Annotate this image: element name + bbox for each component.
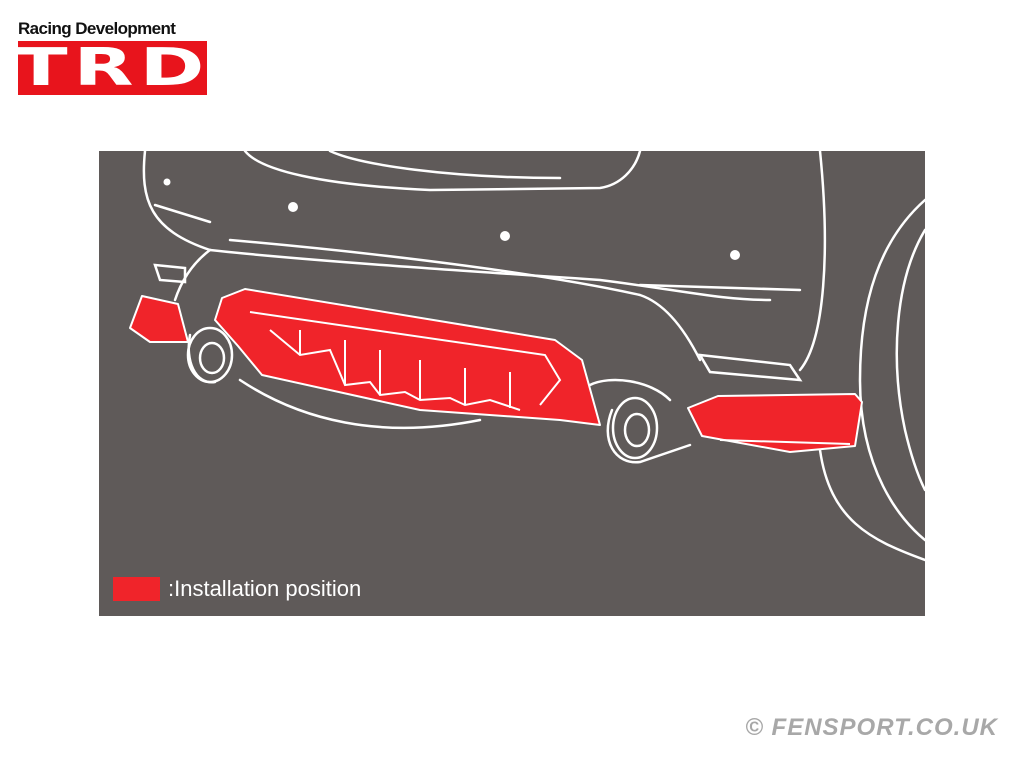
right-side-spoiler xyxy=(687,393,863,453)
copyright-watermark: © FENSPORT.CO.UK xyxy=(745,714,998,741)
logo-brand-box: TRD xyxy=(14,41,207,95)
legend-label: :Installation position xyxy=(168,576,362,601)
car-outline xyxy=(142,151,925,562)
highlighted-parts xyxy=(129,288,863,453)
trd-logo: Racing Development TRD xyxy=(14,19,208,95)
rear-diffuser xyxy=(214,288,601,426)
diffuser-fins xyxy=(249,311,851,445)
logo-tagline: Racing Development xyxy=(18,19,176,38)
installation-diagram: :Installation position xyxy=(99,151,925,616)
logo-brand: TRD xyxy=(14,38,211,98)
left-side-spoiler xyxy=(129,295,189,343)
legend-swatch xyxy=(113,577,160,601)
car-markers xyxy=(163,178,740,260)
legend: :Installation position xyxy=(113,576,361,602)
car-rear-illustration xyxy=(129,151,925,562)
